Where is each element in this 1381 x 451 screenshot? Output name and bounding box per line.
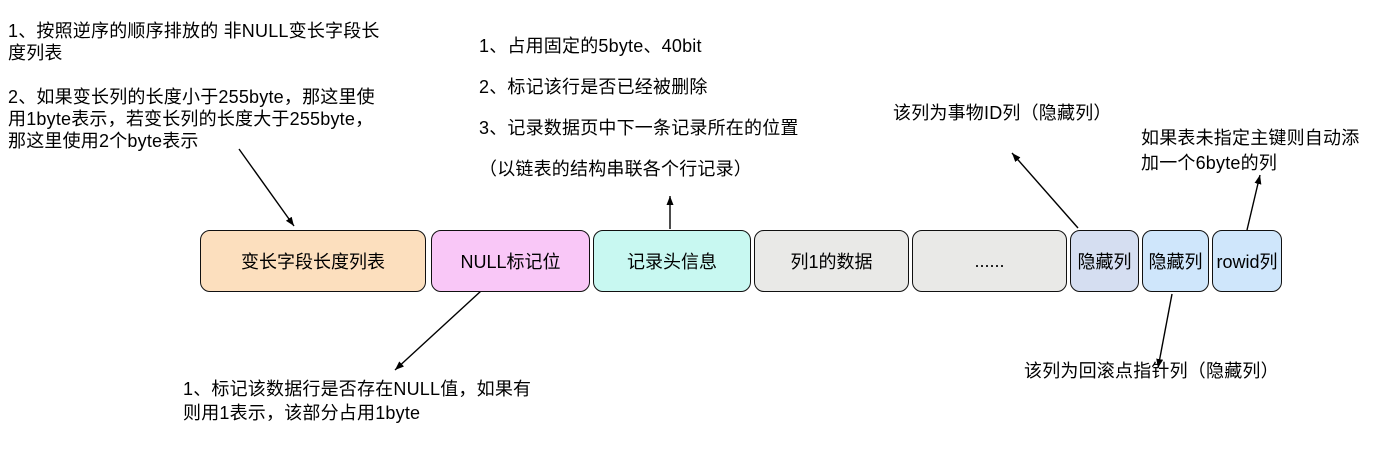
segment-label: 列1的数据 <box>790 252 873 272</box>
arrow-rowid-to-note <box>1246 174 1262 231</box>
segment-label: 记录头信息 <box>627 252 717 272</box>
note-rowid-auto-add: 如果表未指定主键则自动添 加一个6byte的列 <box>1141 128 1360 173</box>
segment-col1-data: 列1的数据 <box>754 230 909 292</box>
segment-label: 隐藏列 <box>1077 252 1132 272</box>
segment-hidden-col-1: 隐藏列 <box>1070 230 1139 292</box>
arrow-hidden1-to-txid-note <box>1011 152 1079 229</box>
arrow-varlen-note-to-segment <box>238 148 295 227</box>
segment-ellipsis: ...... <box>912 230 1067 292</box>
segment-hidden-col-2: 隐藏列 <box>1142 230 1209 292</box>
note-varlen-length-list: 1、按照逆序的顺序排放的 非NULL变长字段长 度列表 2、如果变长列的长度小于… <box>8 21 380 151</box>
arrow-hidden2-to-rollback-note <box>1156 293 1173 369</box>
segment-label: 变长字段长度列表 <box>241 252 385 272</box>
note-record-header: 1、占用固定的5byte、40bit 2、标记该行是否已经被删除 3、记录数据页… <box>479 36 799 179</box>
segment-label: rowid列 <box>1216 252 1278 272</box>
segment-label: 隐藏列 <box>1148 252 1203 272</box>
segment-varlen-length-list: 变长字段长度列表 <box>200 230 426 292</box>
segment-rowid-col: rowid列 <box>1212 230 1282 292</box>
segment-record-header: 记录头信息 <box>593 230 751 292</box>
record-structure-row: 变长字段长度列表 NULL标记位 记录头信息 列1的数据 ...... 隐藏列 … <box>0 230 1381 292</box>
note-rollback-pointer: 该列为回滚点指针列（隐藏列） <box>1024 361 1279 381</box>
arrow-nullflag-to-note <box>394 290 482 371</box>
segment-label: NULL标记位 <box>460 252 561 272</box>
segment-label: ...... <box>974 250 1005 271</box>
note-null-flag: 1、标记该数据行是否存在NULL值，如果有 则用1表示，该部分占用1byte <box>183 379 532 423</box>
note-transaction-id: 该列为事物ID列（隐藏列） <box>893 103 1112 123</box>
segment-null-flags: NULL标记位 <box>431 230 590 292</box>
